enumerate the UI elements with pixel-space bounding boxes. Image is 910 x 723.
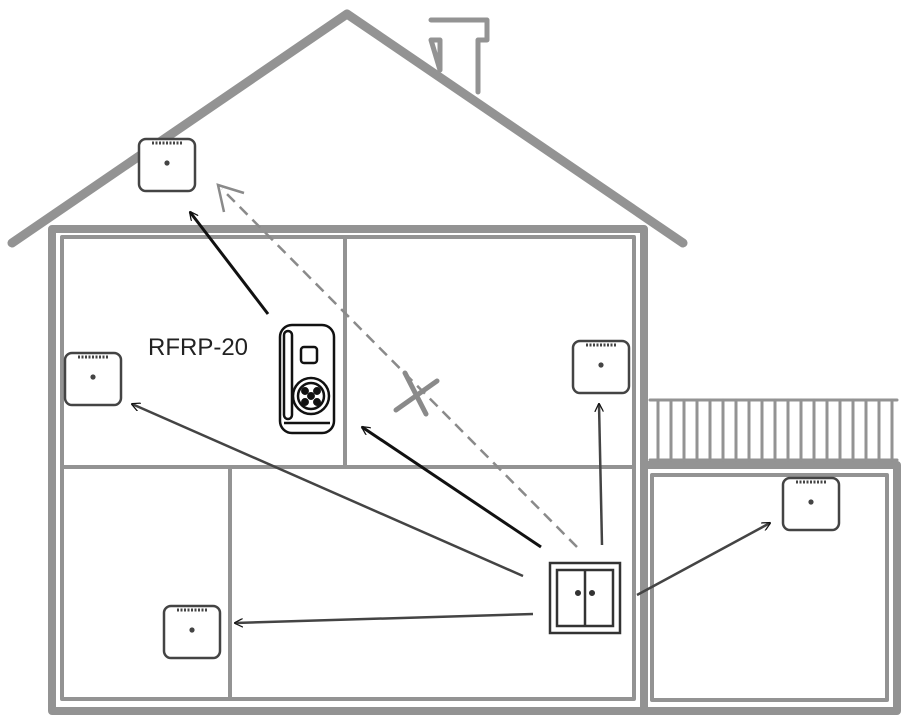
signal-arrows <box>132 183 770 623</box>
arrow-controller-to-right-sensor <box>599 404 602 546</box>
extension-wall <box>640 461 901 715</box>
wall-sensor-icon <box>781 476 841 532</box>
dashed-arrow-head <box>216 183 245 213</box>
main-house-wall <box>48 225 648 715</box>
wall-sensor-icon <box>63 351 123 407</box>
arrow-controller-to-extension-sensor <box>636 521 770 597</box>
arrow-controller-to-lower-sensor <box>235 612 534 623</box>
wall-sensor-icon <box>162 604 222 660</box>
dashed-arrow-blocked <box>221 188 578 548</box>
arrow-repeater-to-roof-sensor <box>190 212 270 315</box>
plug-in-repeater-icon <box>278 323 336 435</box>
wall-sensor-icon <box>137 137 197 193</box>
sensors <box>63 137 841 660</box>
railing-bars <box>656 398 894 462</box>
x-mark-icon <box>393 370 440 417</box>
arrow-controller-to-left-sensor <box>132 404 524 578</box>
roof <box>7 9 688 248</box>
repeater-label: RFRP-20 <box>148 334 248 361</box>
extension-inner-wall <box>650 473 889 702</box>
chimney <box>428 17 490 95</box>
wall-sensor-icon <box>571 339 631 395</box>
arrow-controller-to-repeater <box>362 427 542 549</box>
central-controller-icon <box>548 561 622 635</box>
house-structure <box>7 9 901 715</box>
